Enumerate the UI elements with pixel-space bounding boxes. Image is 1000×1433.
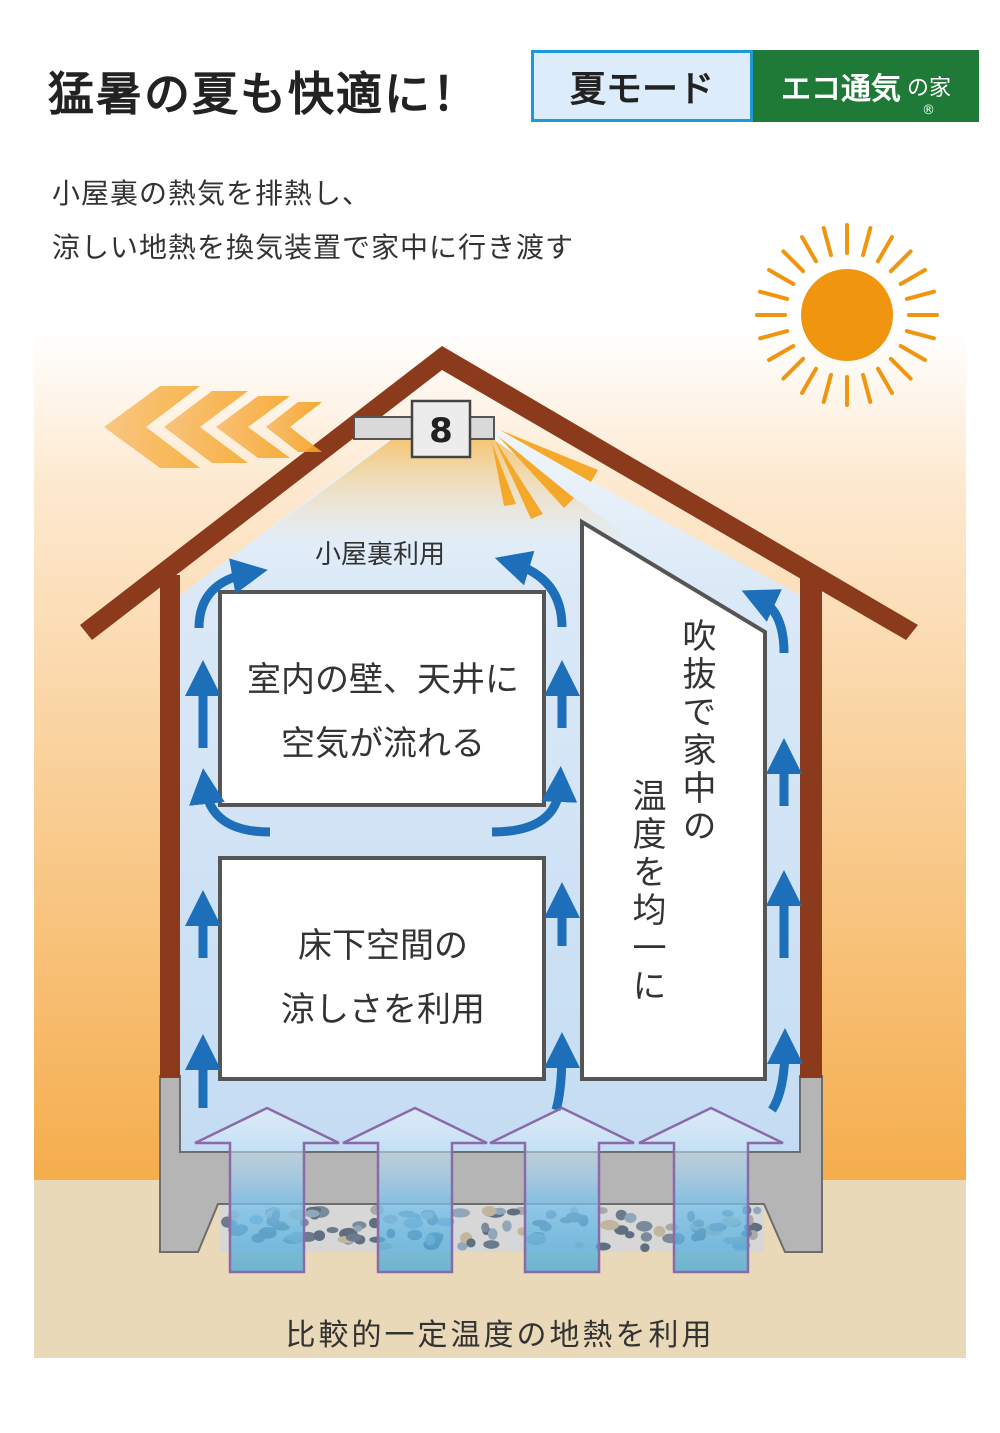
gravel-stone [304, 1209, 320, 1218]
gravel-stone [487, 1228, 498, 1240]
sun-ray [821, 372, 833, 404]
sun-ray [758, 289, 790, 301]
attic-label: 小屋裏利用 [314, 540, 445, 570]
upper-room-label: 室内の壁、天井に 空気が流れる [222, 648, 544, 776]
gravel-stone [450, 1208, 471, 1218]
ground-heat-arrows [194, 1106, 784, 1274]
intro-line-1: 小屋裏の熱気を排熱し、 [52, 177, 372, 210]
gravel-stone [353, 1224, 363, 1232]
atrium-space [580, 518, 767, 1081]
curved-arrow-icon [494, 550, 567, 628]
mode-badge: 夏モード [531, 50, 753, 122]
sun-ray [861, 372, 873, 404]
sun-ray [758, 329, 790, 341]
gravel-stone [640, 1243, 650, 1253]
gravel-stone [506, 1208, 521, 1216]
hot-air-rays [492, 430, 598, 519]
sun-ray [781, 356, 806, 381]
ground-heat-arrow-icon [194, 1106, 340, 1274]
foundation [159, 1075, 823, 1253]
sun-ray [888, 356, 913, 381]
upper-room-label-line-2: 空気が流れる [281, 724, 485, 764]
fan-symbol: 8 [429, 411, 453, 451]
ground-heat-arrow-icon [489, 1106, 635, 1274]
gravel-stone [466, 1238, 476, 1248]
ground-heat-arrow-icon [638, 1106, 784, 1274]
sun-ray [861, 226, 873, 258]
gravel-stone [624, 1231, 635, 1239]
sun-ray [904, 329, 936, 341]
sun-ray [781, 249, 806, 274]
gravel-stone [615, 1209, 627, 1221]
atrium-label-line-1: 吹抜で家中の [676, 618, 716, 846]
curved-arrow-icon [543, 1032, 580, 1112]
sun-icon [755, 223, 939, 407]
gravel-stone [502, 1220, 512, 1232]
sun-ray [767, 344, 796, 362]
gravel-stone [326, 1226, 339, 1234]
gravel-stone [493, 1207, 507, 1215]
lower-room [218, 856, 546, 1081]
sun-ray [888, 249, 913, 274]
gravel-stone [753, 1206, 762, 1215]
gravel-stone [481, 1205, 497, 1217]
house-frame [80, 346, 918, 1078]
lower-room-label: 床下空間の 涼しさを利用 [222, 914, 544, 1042]
lower-room-label-line-2: 涼しさを利用 [281, 990, 485, 1030]
curved-arrow-icon [741, 589, 789, 654]
gravel-stone [624, 1212, 637, 1224]
sun-ray [876, 366, 894, 395]
air-flow-arrows [185, 550, 803, 1113]
gravel-stone [640, 1232, 653, 1242]
upper-room [218, 590, 546, 807]
gravel-stone [457, 1242, 468, 1251]
gravel-stone [636, 1220, 653, 1232]
mode-label: 夏モード [569, 69, 714, 110]
sun-ray [876, 235, 894, 264]
sun-ray [904, 289, 936, 301]
gravel-stone [600, 1219, 619, 1231]
sun-ray [821, 226, 833, 258]
attic-hot-zone [250, 402, 640, 545]
gravel-stone [614, 1225, 629, 1235]
curved-arrow-icon [491, 766, 578, 837]
sun-ray [898, 344, 927, 362]
gravel-stone [481, 1222, 490, 1233]
upper-room-label-line-1: 室内の壁、天井に [247, 660, 519, 700]
ground-heat-arrow-icon [342, 1106, 488, 1274]
exhaust-fan-icon: 8 [353, 399, 495, 459]
brand-name: エコ通気 [780, 72, 901, 107]
ground-heat-label: 比較的一定温度の地熱を利用 [285, 1318, 715, 1353]
curved-arrow-icon [189, 768, 271, 837]
intro-line-2: 涼しい地熱を換気装置で家中に行き渡す [52, 231, 575, 264]
page-title: 猛暑の夏も快適に！ [48, 67, 480, 121]
chevron-arrow-icon [104, 386, 322, 468]
atrium-label-line-2: 温度を均一に [626, 778, 666, 1006]
sun-ray [800, 235, 818, 264]
sun-ray [800, 366, 818, 395]
gravel-stone [313, 1230, 326, 1242]
gravel-stone [345, 1233, 362, 1242]
curved-arrow-icon [766, 1028, 803, 1113]
curved-arrow-icon [194, 558, 268, 629]
brand-registered-mark: ® [922, 103, 935, 118]
brand-suffix: の家 [906, 76, 951, 101]
gravel-stone [653, 1225, 666, 1237]
sun-ray [767, 268, 796, 286]
gravel-stone [483, 1240, 500, 1249]
brand-logo: エコ通気 の家 ® [753, 50, 979, 122]
sun-ray [898, 268, 927, 286]
lower-room-label-line-1: 床下空間の [298, 926, 468, 966]
